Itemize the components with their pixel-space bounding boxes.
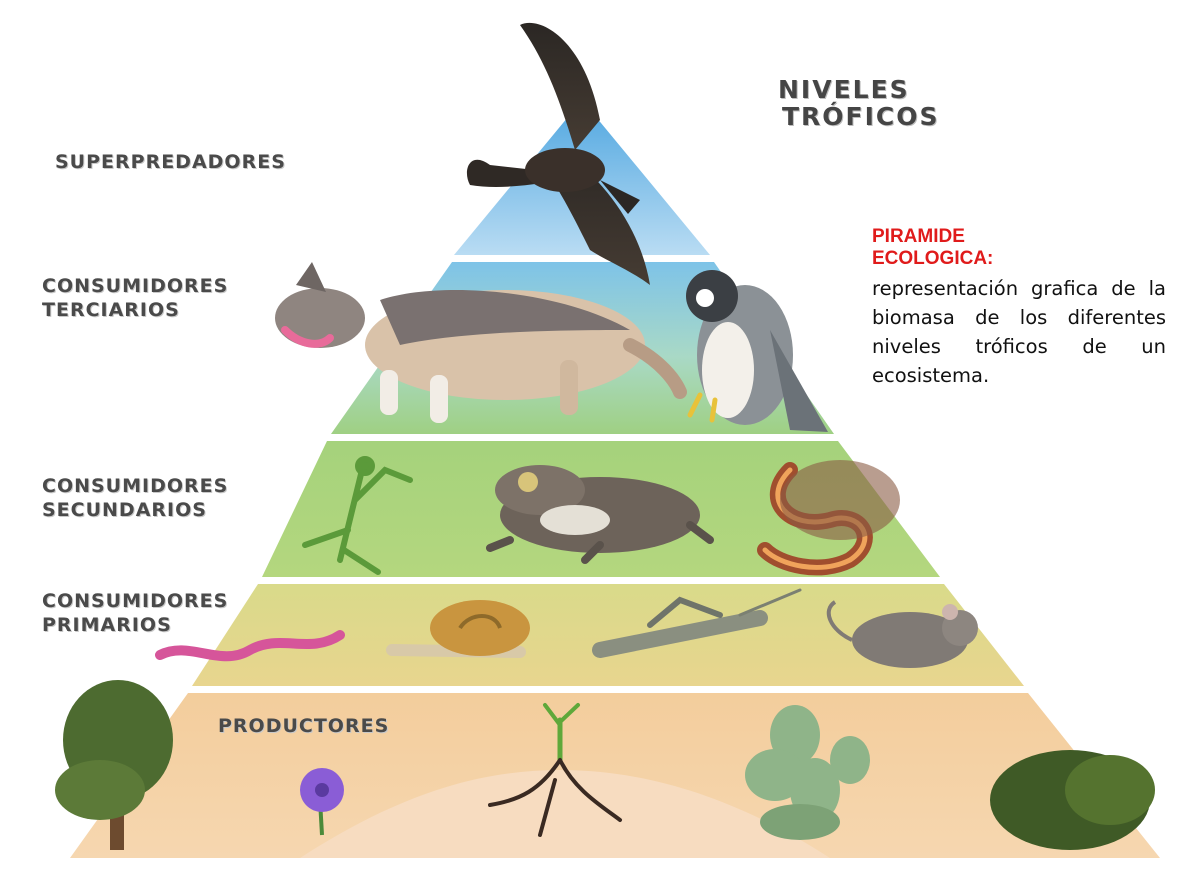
label-consumidores-terciarios: CONSUMIDORES TERCIARIOS: [42, 274, 228, 322]
label-superpredadores: SUPERPREDADORES: [55, 150, 286, 174]
definition-text: representación grafica de la biomasa de …: [872, 274, 1166, 390]
definition-block: PIRAMIDE ECOLOGICA: representación grafi…: [872, 226, 1166, 390]
label-productores: PRODUCTORES: [218, 714, 389, 738]
diagram-title: NIVELES TRÓFICOS: [778, 76, 940, 130]
title-line-2: TRÓFICOS: [778, 103, 940, 130]
label-consumidores-primarios: CONSUMIDORES PRIMARIOS: [42, 589, 228, 637]
title-line-1: NIVELES: [778, 76, 940, 103]
definition-heading: PIRAMIDE ECOLOGICA:: [872, 226, 1166, 270]
label-consumidores-secundarios: CONSUMIDORES SECUNDARIOS: [42, 474, 228, 522]
